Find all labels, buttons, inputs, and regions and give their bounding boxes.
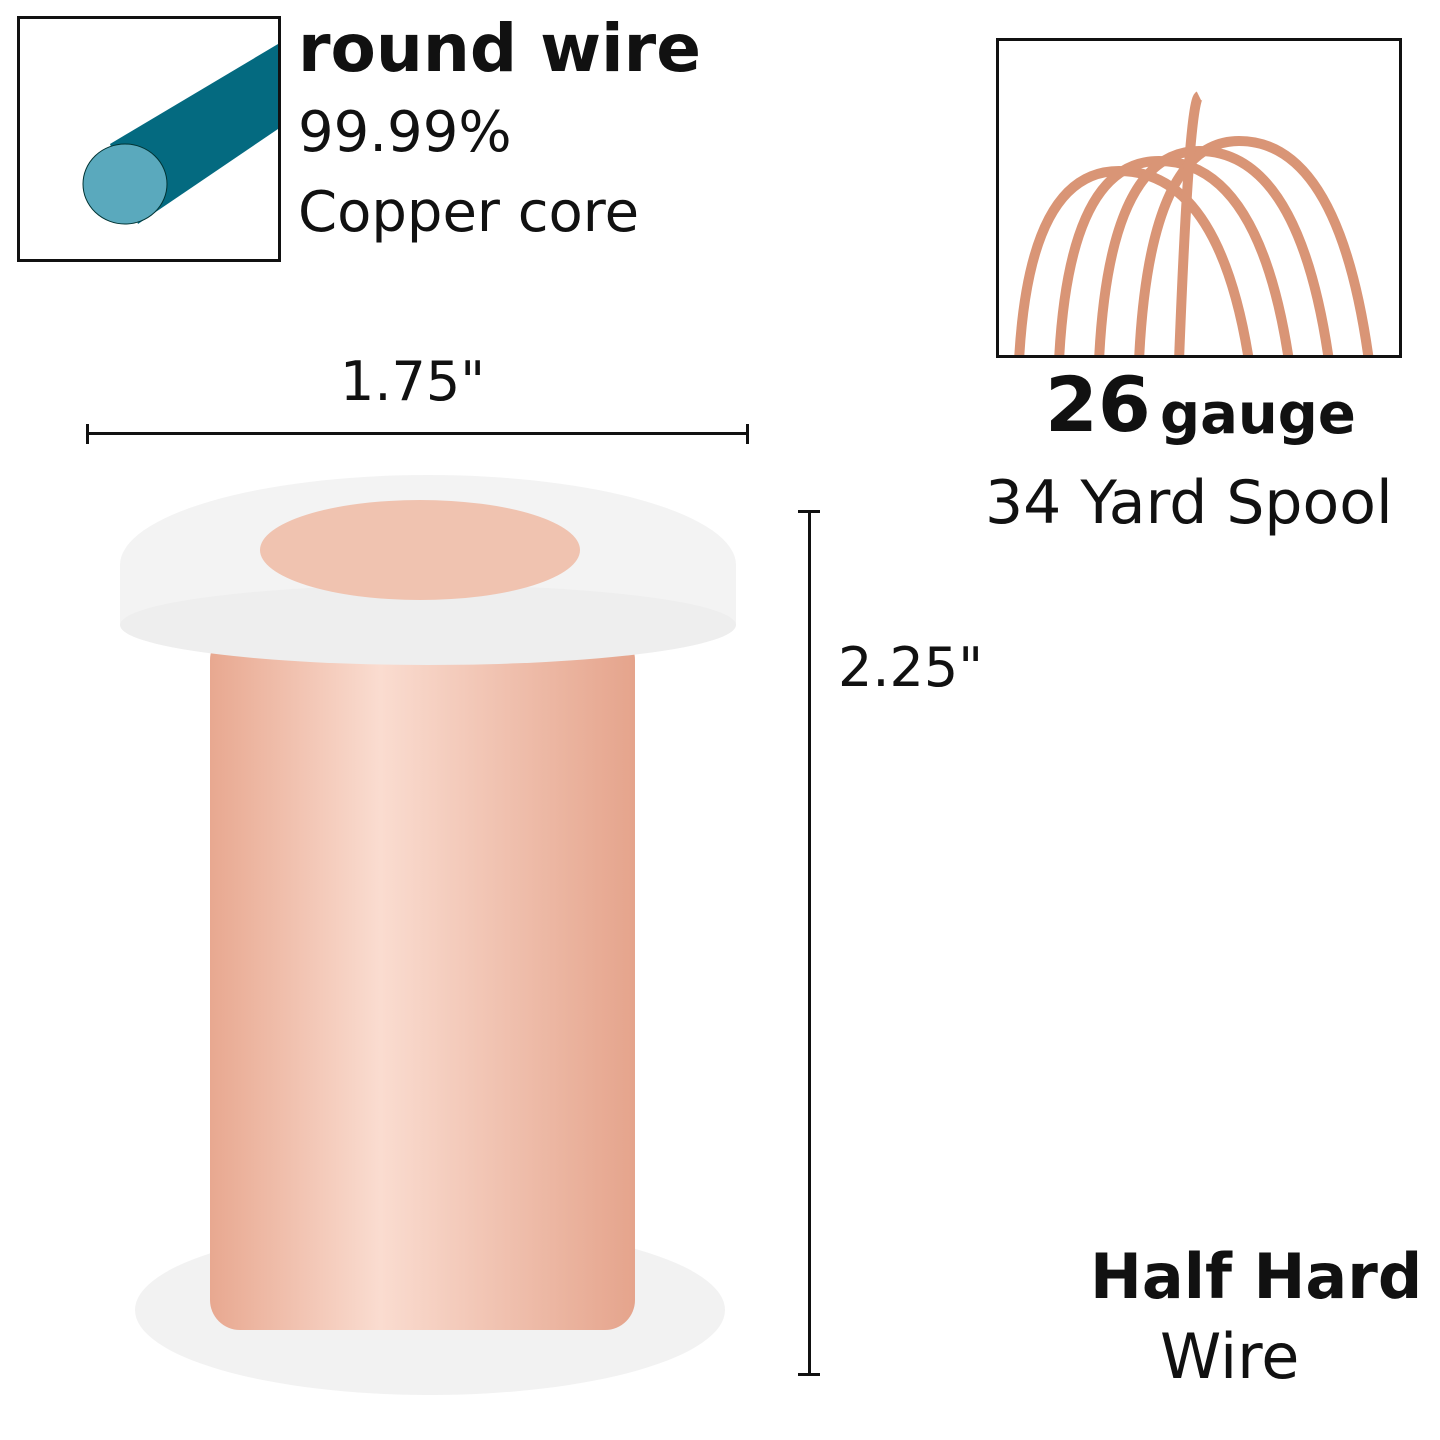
spool-length: 34 Yard Spool bbox=[985, 468, 1393, 538]
gauge-number: 26 bbox=[1045, 360, 1151, 449]
round-wire-cross-section-icon bbox=[82, 44, 278, 225]
width-tick bbox=[86, 424, 89, 444]
height-tick bbox=[798, 510, 820, 513]
width-line bbox=[86, 432, 748, 435]
temper-line2: Wire bbox=[1160, 1320, 1300, 1393]
profile-title: round wire bbox=[298, 10, 701, 87]
purity: 99.99% bbox=[298, 100, 512, 165]
wire-coil-image bbox=[996, 38, 1402, 358]
gauge-unit: gauge bbox=[1160, 382, 1356, 447]
width-label: 1.75" bbox=[340, 350, 486, 413]
height-tick bbox=[798, 1373, 820, 1376]
width-tick bbox=[746, 424, 749, 444]
temper-line1: Half Hard bbox=[1090, 1240, 1423, 1313]
height-label: 2.25" bbox=[838, 636, 984, 699]
height-line bbox=[808, 510, 811, 1376]
wire-profile-box bbox=[17, 16, 281, 262]
core: Copper core bbox=[298, 180, 640, 245]
spool-photo bbox=[120, 475, 736, 1395]
